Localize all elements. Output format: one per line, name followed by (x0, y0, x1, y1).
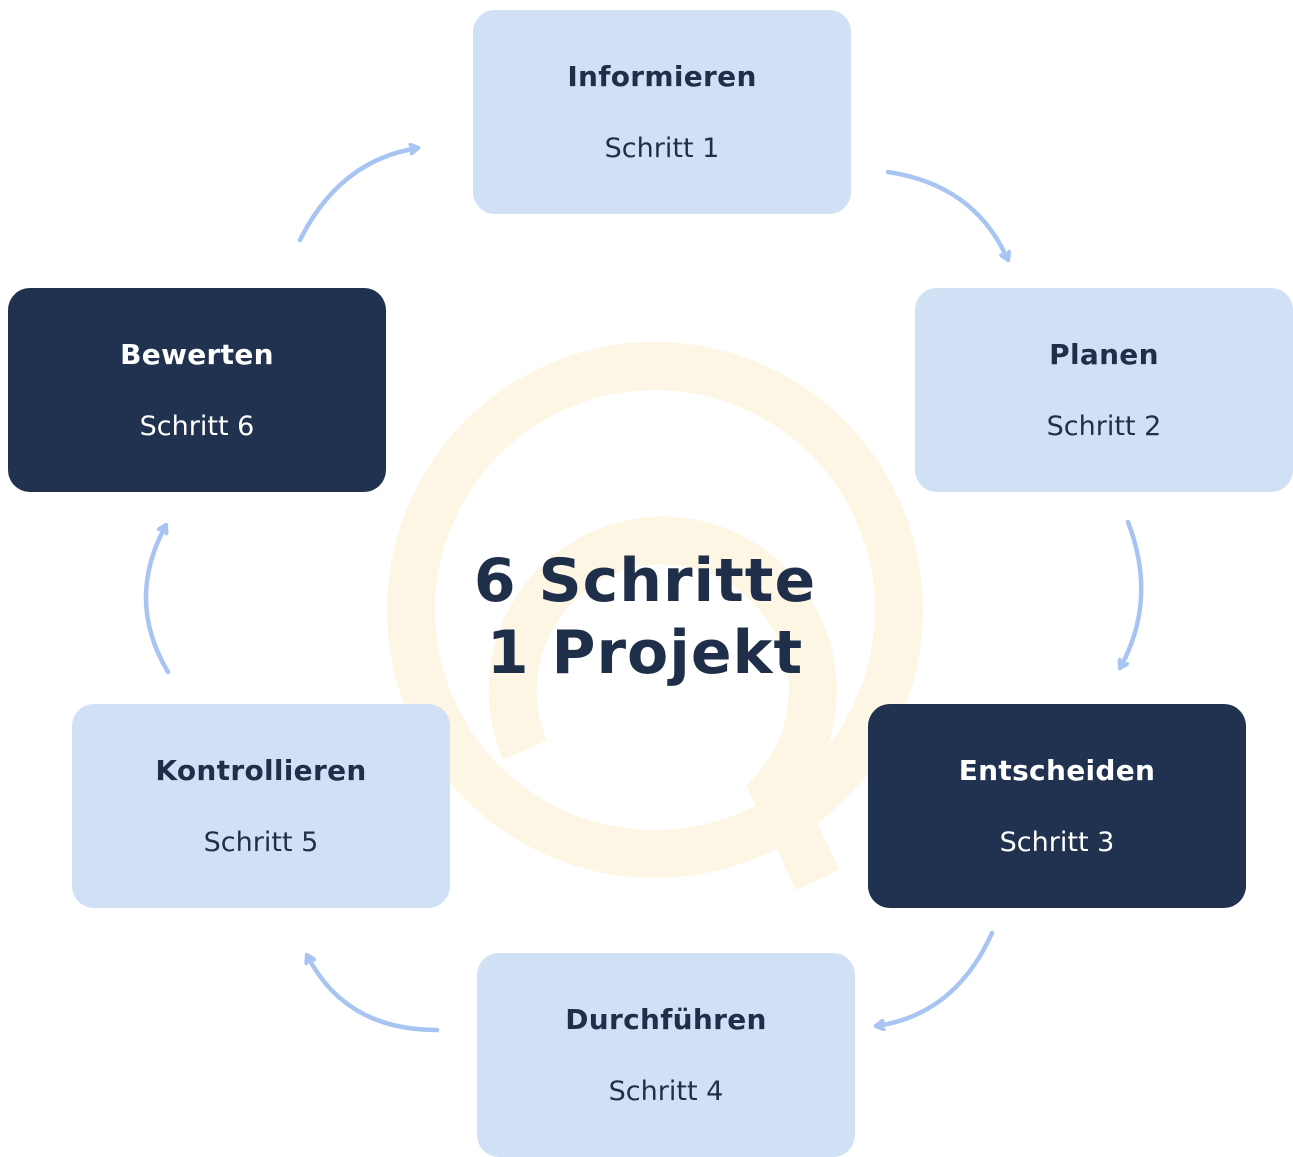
step-title: Planen (1049, 338, 1159, 371)
center-title-line1: 6 Schritte (473, 546, 817, 616)
arrow-step1-to-step2 (885, 169, 1008, 263)
step-subtitle: Schritt 6 (139, 411, 255, 442)
step-subtitle: Schritt 2 (1046, 411, 1162, 442)
step-box-planen: Planen Schritt 2 (915, 288, 1293, 492)
step-box-bewerten: Bewerten Schritt 6 (8, 288, 386, 492)
arrow-step5-to-step6 (143, 522, 171, 675)
cycle-center-title: 6 Schritte 1 Projekt (400, 545, 890, 689)
step-title: Informieren (567, 60, 757, 93)
step-title: Durchführen (565, 1003, 767, 1036)
step-box-kontrollieren: Kontrollieren Schritt 5 (72, 704, 450, 908)
arrow-step3-to-step4 (873, 930, 995, 1026)
step-box-informieren: Informieren Schritt 1 (473, 10, 851, 214)
center-title-line2: 1 Projekt (486, 618, 804, 688)
step-subtitle: Schritt 1 (604, 133, 720, 164)
step-title: Kontrollieren (155, 754, 367, 787)
arrow-step6-to-step1 (297, 148, 421, 243)
arrow-step4-to-step5 (307, 952, 440, 1033)
step-box-durchfuehren: Durchführen Schritt 4 (477, 953, 855, 1157)
step-subtitle: Schritt 4 (608, 1076, 724, 1107)
step-subtitle: Schritt 5 (203, 827, 319, 858)
step-box-entscheiden: Entscheiden Schritt 3 (868, 704, 1246, 908)
arrow-step2-to-step3 (1120, 519, 1144, 671)
step-title: Entscheiden (958, 754, 1156, 787)
step-subtitle: Schritt 3 (999, 827, 1115, 858)
step-title: Bewerten (120, 338, 274, 371)
